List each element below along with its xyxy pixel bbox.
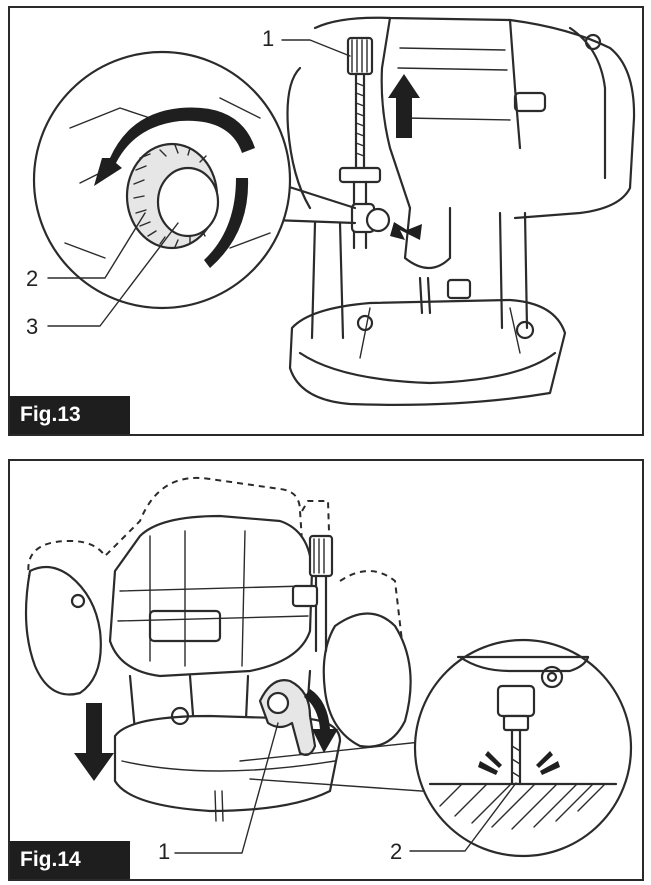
router-body-drawing xyxy=(24,514,412,822)
figure-14-callout-2: 2 xyxy=(390,839,403,864)
lock-lever-drawing xyxy=(258,679,317,756)
router-body-drawing xyxy=(286,16,636,406)
figure-14-panel: 1 2 Fig.14 xyxy=(8,459,644,881)
figure-14-callout-1: 1 xyxy=(158,839,171,864)
figure-13-panel: 1 2 3 Fig.13 xyxy=(8,6,644,436)
arrow-down-icon xyxy=(74,703,114,781)
magnifier-circle xyxy=(409,638,633,858)
arrow-rotate-icon xyxy=(304,689,338,753)
magnifier-circle xyxy=(32,50,357,327)
figure-14-label: Fig.14 xyxy=(10,841,130,879)
figure-13-illustration xyxy=(32,16,636,406)
arrow-counterclockwise-icon xyxy=(94,107,255,186)
figure-13-label: Fig.13 xyxy=(10,396,130,434)
depth-rod-drawing xyxy=(338,36,391,250)
raised-position-outline xyxy=(27,476,403,642)
figure-13-callout-2: 2 xyxy=(26,266,39,291)
figure-13-callout-3: 3 xyxy=(26,314,39,339)
figure-13-callout-1: 1 xyxy=(262,26,275,51)
arrow-up-icon xyxy=(388,74,420,138)
arrow-left-icon xyxy=(390,222,422,240)
figure-14-illustration xyxy=(24,476,633,858)
